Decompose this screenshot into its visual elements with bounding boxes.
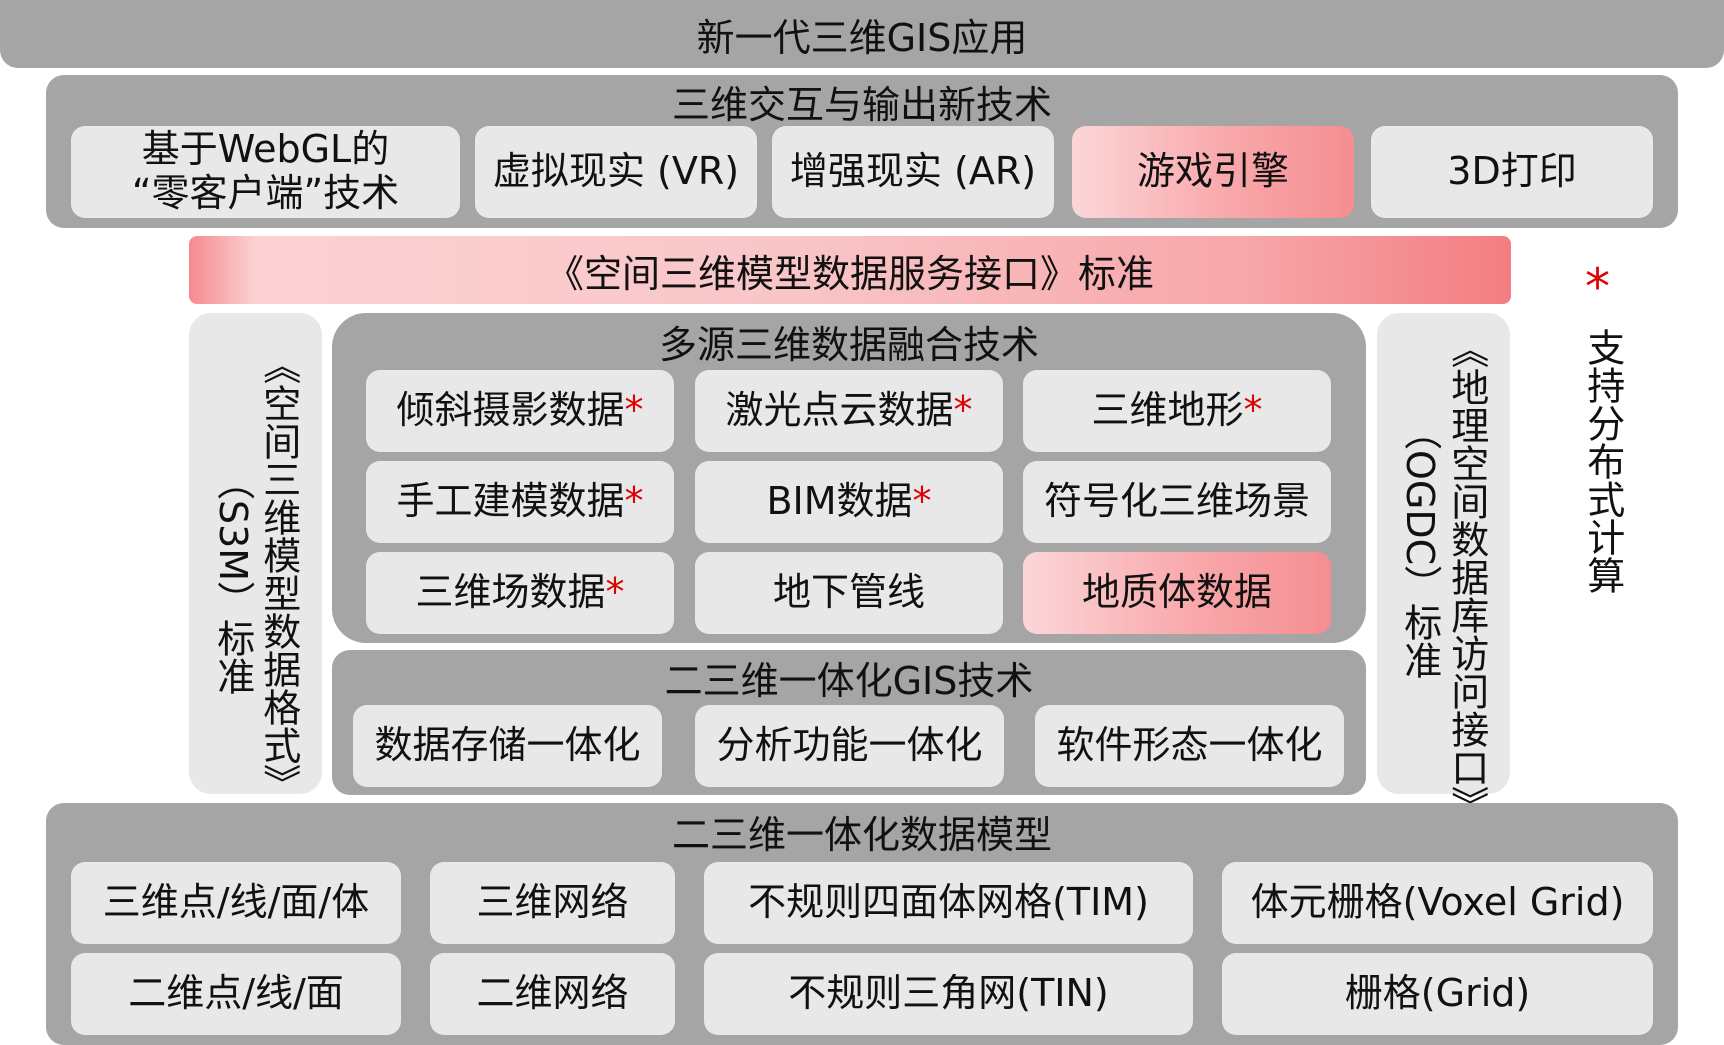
data-model-grid: 栅格(Grid): [1222, 953, 1653, 1035]
s3m-standard-text-col2: （S3M）标准: [210, 462, 255, 696]
s3m-standard-text-col1: 《空间三维模型数据格式》: [256, 346, 301, 802]
interaction-item-vr: 虚拟现实 (VR): [475, 126, 757, 218]
data-model-tin: 不规则三角网(TIN): [704, 953, 1193, 1035]
interaction-item-ar: 增强现实 (AR): [772, 126, 1054, 218]
fusion-cell-geology: 地质体数据: [1023, 552, 1331, 634]
data-model-voxel-grid: 体元栅格(Voxel Grid): [1222, 862, 1653, 944]
fusion-cell-manual-model: 手工建模数据*: [366, 461, 674, 543]
data-model-title: 二三维一体化数据模型: [671, 812, 1052, 857]
top-banner-text: 新一代三维GIS应用: [696, 15, 1028, 60]
integration-item-analysis: 分析功能一体化: [695, 705, 1004, 787]
service-interface-standard-banner: 《空间三维模型数据服务接口》标准: [189, 236, 1511, 304]
data-model-3d-point-line-surface-volume: 三维点/线/面/体: [71, 862, 401, 944]
s3m-standard-pillar: [189, 313, 322, 794]
data-model-2d-network: 二维网络: [430, 953, 675, 1035]
integration-title: 二三维一体化GIS技术: [664, 658, 1034, 703]
fusion-cell-bim: BIM数据*: [695, 461, 1003, 543]
integration-item-storage: 数据存储一体化: [353, 705, 662, 787]
ogdc-standard-text-col1: 《地理空间数据库访问接口》: [1444, 330, 1489, 824]
fusion-cell-point-cloud: 激光点云数据*: [695, 370, 1003, 452]
interaction-item-webgl: 基于WebGL的 “零客户端”技术: [71, 126, 460, 218]
fusion-title: 多源三维数据融合技术: [658, 322, 1039, 367]
fusion-cell-terrain: 三维地形*: [1023, 370, 1331, 452]
legend-text: 支持分布式计算: [1580, 328, 1625, 594]
interaction-title: 三维交互与输出新技术: [671, 82, 1052, 127]
ogdc-standard-pillar: [1377, 313, 1510, 794]
fusion-cell-symbolized-scene: 符号化三维场景: [1023, 461, 1331, 543]
data-model-3d-network: 三维网络: [430, 862, 675, 944]
top-banner: 新一代三维GIS应用: [0, 0, 1724, 68]
ogdc-standard-text-col2: （OGDC）标准: [1397, 412, 1442, 680]
integration-item-software: 软件形态一体化: [1035, 705, 1344, 787]
data-model-tim: 不规则四面体网格(TIM): [704, 862, 1193, 944]
fusion-cell-oblique-photo: 倾斜摄影数据*: [366, 370, 674, 452]
fusion-cell-field-data: 三维场数据*: [366, 552, 674, 634]
legend-asterisk: *: [1585, 258, 1610, 316]
data-model-2d-point-line-surface: 二维点/线/面: [71, 953, 401, 1035]
fusion-cell-pipeline: 地下管线: [695, 552, 1003, 634]
interaction-item-3d-print: 3D打印: [1371, 126, 1653, 218]
interaction-item-game-engine: 游戏引擎: [1072, 126, 1354, 218]
